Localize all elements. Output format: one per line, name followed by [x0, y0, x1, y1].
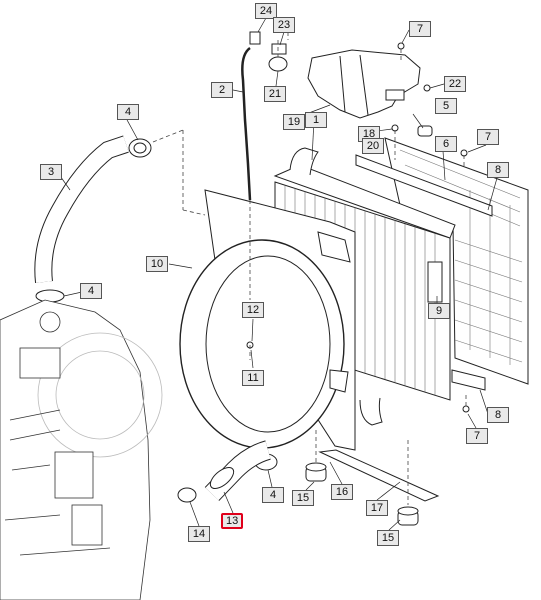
callout-12[interactable]: 12	[242, 302, 264, 318]
callout-15-left[interactable]: 15	[292, 490, 314, 506]
callout-14[interactable]: 14	[188, 526, 210, 542]
callout-9[interactable]: 9	[428, 303, 450, 319]
expansion-tank	[307, 49, 421, 119]
callout-7-top[interactable]: 7	[409, 21, 431, 37]
upper-hose	[34, 135, 129, 283]
callout-16[interactable]: 16	[331, 484, 353, 500]
callout-3[interactable]: 3	[40, 164, 62, 180]
callout-19[interactable]: 19	[283, 114, 305, 130]
callout-24[interactable]: 24	[255, 3, 277, 19]
callout-8-upper[interactable]: 8	[487, 162, 509, 178]
callout-20[interactable]: 20	[362, 138, 384, 154]
callout-6[interactable]: 6	[435, 136, 457, 152]
callout-4-upper[interactable]: 4	[117, 104, 139, 120]
callout-4-left[interactable]: 4	[80, 283, 102, 299]
brackets	[451, 369, 486, 391]
callout-22[interactable]: 22	[444, 76, 466, 92]
callout-4-lower[interactable]: 4	[262, 487, 284, 503]
callout-10[interactable]: 10	[146, 256, 168, 272]
callout-7-lower[interactable]: 7	[466, 428, 488, 444]
engine	[0, 299, 163, 600]
callout-1[interactable]: 1	[305, 112, 327, 128]
mounting-strap	[318, 449, 440, 502]
callout-11[interactable]: 11	[242, 370, 264, 386]
callout-17[interactable]: 17	[366, 500, 388, 516]
callout-21[interactable]: 21	[264, 86, 286, 102]
overflow-pipe	[241, 46, 252, 201]
fasteners	[246, 42, 470, 413]
callout-2[interactable]: 2	[211, 82, 233, 98]
callout-23[interactable]: 23	[273, 17, 295, 33]
callout-13-highlighted[interactable]: 13	[221, 513, 244, 529]
rubber-mounts	[305, 462, 419, 526]
callout-8-lower[interactable]: 8	[487, 407, 509, 423]
filler-cap	[249, 31, 288, 72]
callout-15-right[interactable]: 15	[377, 530, 399, 546]
callout-7-grille[interactable]: 7	[477, 129, 499, 145]
fan-shroud	[179, 189, 356, 451]
callout-5[interactable]: 5	[435, 98, 457, 114]
lower-hose	[204, 440, 271, 501]
grille-screen	[355, 137, 529, 385]
